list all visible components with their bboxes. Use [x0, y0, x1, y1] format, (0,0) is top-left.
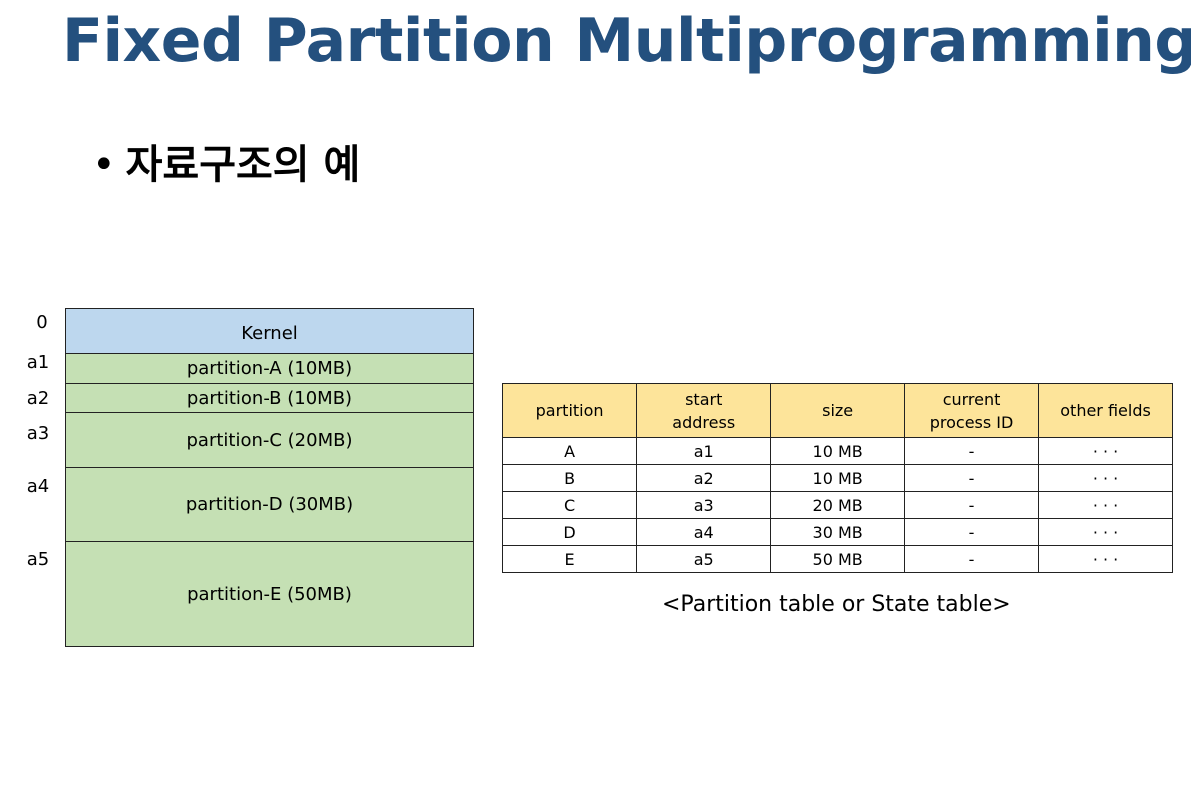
cell-process-id: -	[903, 437, 1040, 465]
slide-title: Fixed Partition Multiprogramming	[62, 6, 1191, 76]
memory-block-kernel: Kernel	[66, 309, 473, 353]
cell-start-address: a4	[636, 518, 772, 546]
partition-table: partition start address size current pro…	[501, 383, 1173, 573]
address-label-a2: a2	[26, 388, 50, 409]
table-header-row: partition start address size current pro…	[501, 383, 1173, 438]
cell-partition: E	[501, 545, 638, 573]
memory-layout-diagram: Kernel partition-A (10MB) partition-B (1…	[65, 308, 474, 647]
address-label-a4: a4	[26, 476, 50, 497]
cell-partition: D	[501, 518, 638, 546]
cell-partition: C	[501, 491, 638, 519]
cell-process-id: -	[903, 518, 1040, 546]
address-label-0: 0	[36, 312, 48, 333]
table-row: E a5 50 MB - · · ·	[501, 545, 1173, 573]
memory-block-partition-d: partition-D (30MB)	[66, 467, 473, 541]
cell-size: 20 MB	[770, 491, 905, 519]
cell-other-fields: · · ·	[1038, 464, 1173, 492]
header-size: size	[770, 383, 905, 438]
table-row: D a4 30 MB - · · ·	[501, 518, 1173, 546]
address-label-a1: a1	[26, 352, 50, 373]
memory-block-partition-a: partition-A (10MB)	[66, 353, 473, 383]
memory-block-partition-b: partition-B (10MB)	[66, 383, 473, 412]
cell-partition: A	[501, 437, 638, 465]
memory-block-partition-e: partition-E (50MB)	[66, 541, 473, 646]
cell-process-id: -	[903, 464, 1040, 492]
address-label-a5: a5	[26, 549, 50, 570]
cell-other-fields: · · ·	[1038, 545, 1173, 573]
table-row: C a3 20 MB - · · ·	[501, 491, 1173, 519]
bullet-point: •자료구조의 예	[92, 132, 360, 190]
header-partition: partition	[501, 383, 638, 438]
cell-other-fields: · · ·	[1038, 518, 1173, 546]
cell-size: 10 MB	[770, 437, 905, 465]
cell-start-address: a5	[636, 545, 772, 573]
cell-start-address: a1	[636, 437, 772, 465]
address-label-a3: a3	[26, 423, 50, 444]
cell-start-address: a3	[636, 491, 772, 519]
cell-process-id: -	[903, 491, 1040, 519]
table-row: A a1 10 MB - · · ·	[501, 437, 1173, 465]
header-other-fields: other fields	[1038, 383, 1173, 438]
cell-process-id: -	[903, 545, 1040, 573]
bullet-marker: •	[92, 142, 116, 188]
cell-start-address: a2	[636, 464, 772, 492]
cell-size: 30 MB	[770, 518, 905, 546]
cell-other-fields: · · ·	[1038, 491, 1173, 519]
cell-partition: B	[501, 464, 638, 492]
cell-other-fields: · · ·	[1038, 437, 1173, 465]
table-caption: <Partition table or State table>	[662, 592, 1011, 617]
header-current-process-id: current process ID	[903, 383, 1040, 438]
cell-size: 10 MB	[770, 464, 905, 492]
memory-block-partition-c: partition-C (20MB)	[66, 412, 473, 467]
header-start-address: start address	[636, 383, 772, 438]
cell-size: 50 MB	[770, 545, 905, 573]
table-row: B a2 10 MB - · · ·	[501, 464, 1173, 492]
bullet-text: 자료구조의 예	[125, 142, 361, 188]
